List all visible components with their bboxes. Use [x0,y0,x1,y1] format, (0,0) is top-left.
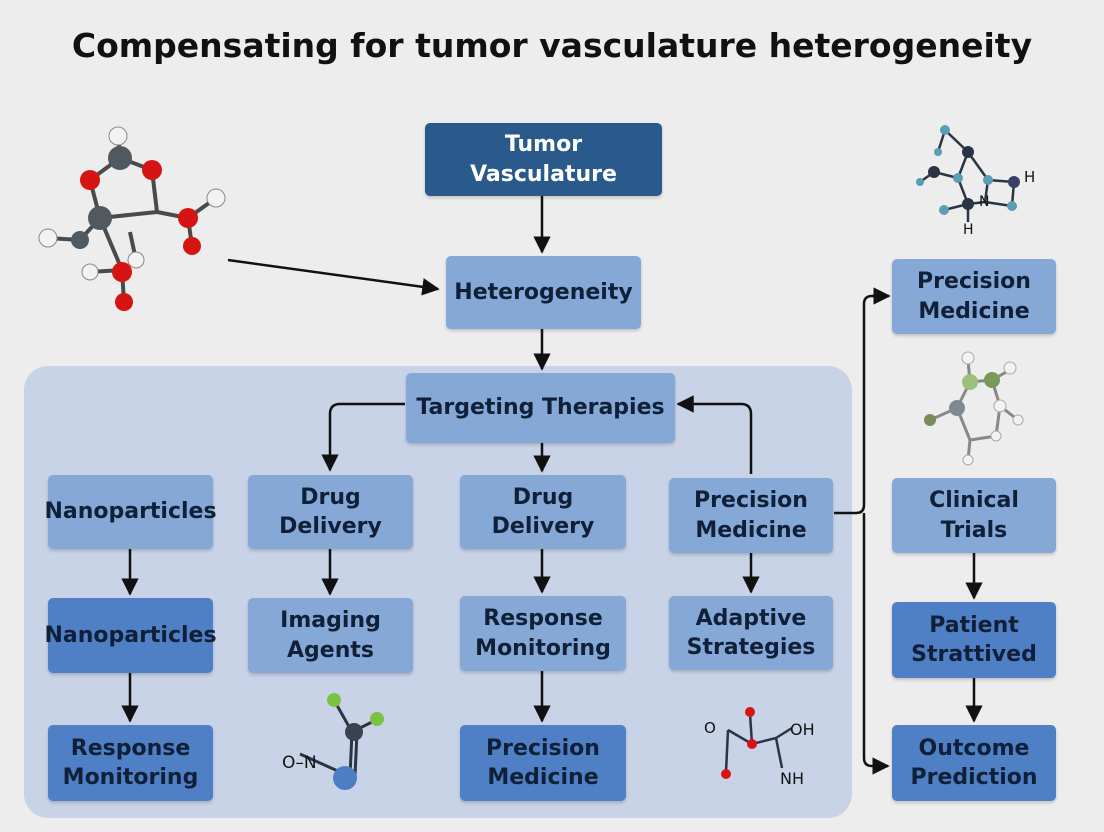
top-right-h2-label: H [963,222,974,238]
node-tumor-vasculature: Tumor Vasculature [425,123,662,196]
node-col1-nanoparticles: Nanoparticles [44,475,217,549]
node-col4-adaptive-strategies: Adaptive Strategies [669,596,833,670]
bottom-right-nh-label: NH [780,769,804,788]
node-right-patient-strattived: Patient Strattived [892,602,1056,678]
node-right-outcome-prediction: Outcome Prediction [892,725,1056,801]
node-col2-drug-delivery: Drug Delivery [248,475,413,549]
top-left-molecule-atoms [38,126,226,311]
bottom-left-no-label: O–N [282,753,317,773]
bracket-precision-to-right [834,294,888,766]
bottom-right-o-label: O [704,719,716,737]
node-col1-nanoparticles-dark: Nanoparticles [44,598,217,673]
node-right-precision-medicine: Precision Medicine [892,259,1056,334]
diagram-title: Compensating for tumor vasculature heter… [71,26,1033,65]
node-col4-precision-medicine: Precision Medicine [669,478,833,553]
arrow-molecule-to-heterogeneity [227,258,440,296]
arrow-col4-to-targeting [676,395,753,474]
top-right-h-label: H [1024,168,1035,186]
bottom-right-molecule-icon [724,713,793,773]
node-right-clinical-trials: Clinical Trials [892,478,1056,553]
top-right-molecule-atoms [916,125,1020,215]
bottom-left-molecule-atoms [327,693,384,790]
node-col3-drug-delivery: Drug Delivery [460,475,626,549]
arrow-targeting-to-col2 [321,402,405,472]
node-col2-imaging-agents: Imaging Agents [248,598,413,673]
right-middle-molecule-atoms [924,351,1024,466]
bottom-right-oh-label: OH [790,720,815,739]
node-col3-precision-medicine: Precision Medicine [460,725,626,801]
node-heterogeneity: Heterogeneity [446,256,641,329]
node-targeting-therapies: Targeting Therapies [406,373,675,443]
node-col3-response-monitoring: Response Monitoring [460,596,626,671]
node-col1-response-monitoring: Response Monitoring [48,725,213,801]
bottom-right-molecule-atoms [721,707,757,779]
top-right-n-label: N [979,194,989,210]
